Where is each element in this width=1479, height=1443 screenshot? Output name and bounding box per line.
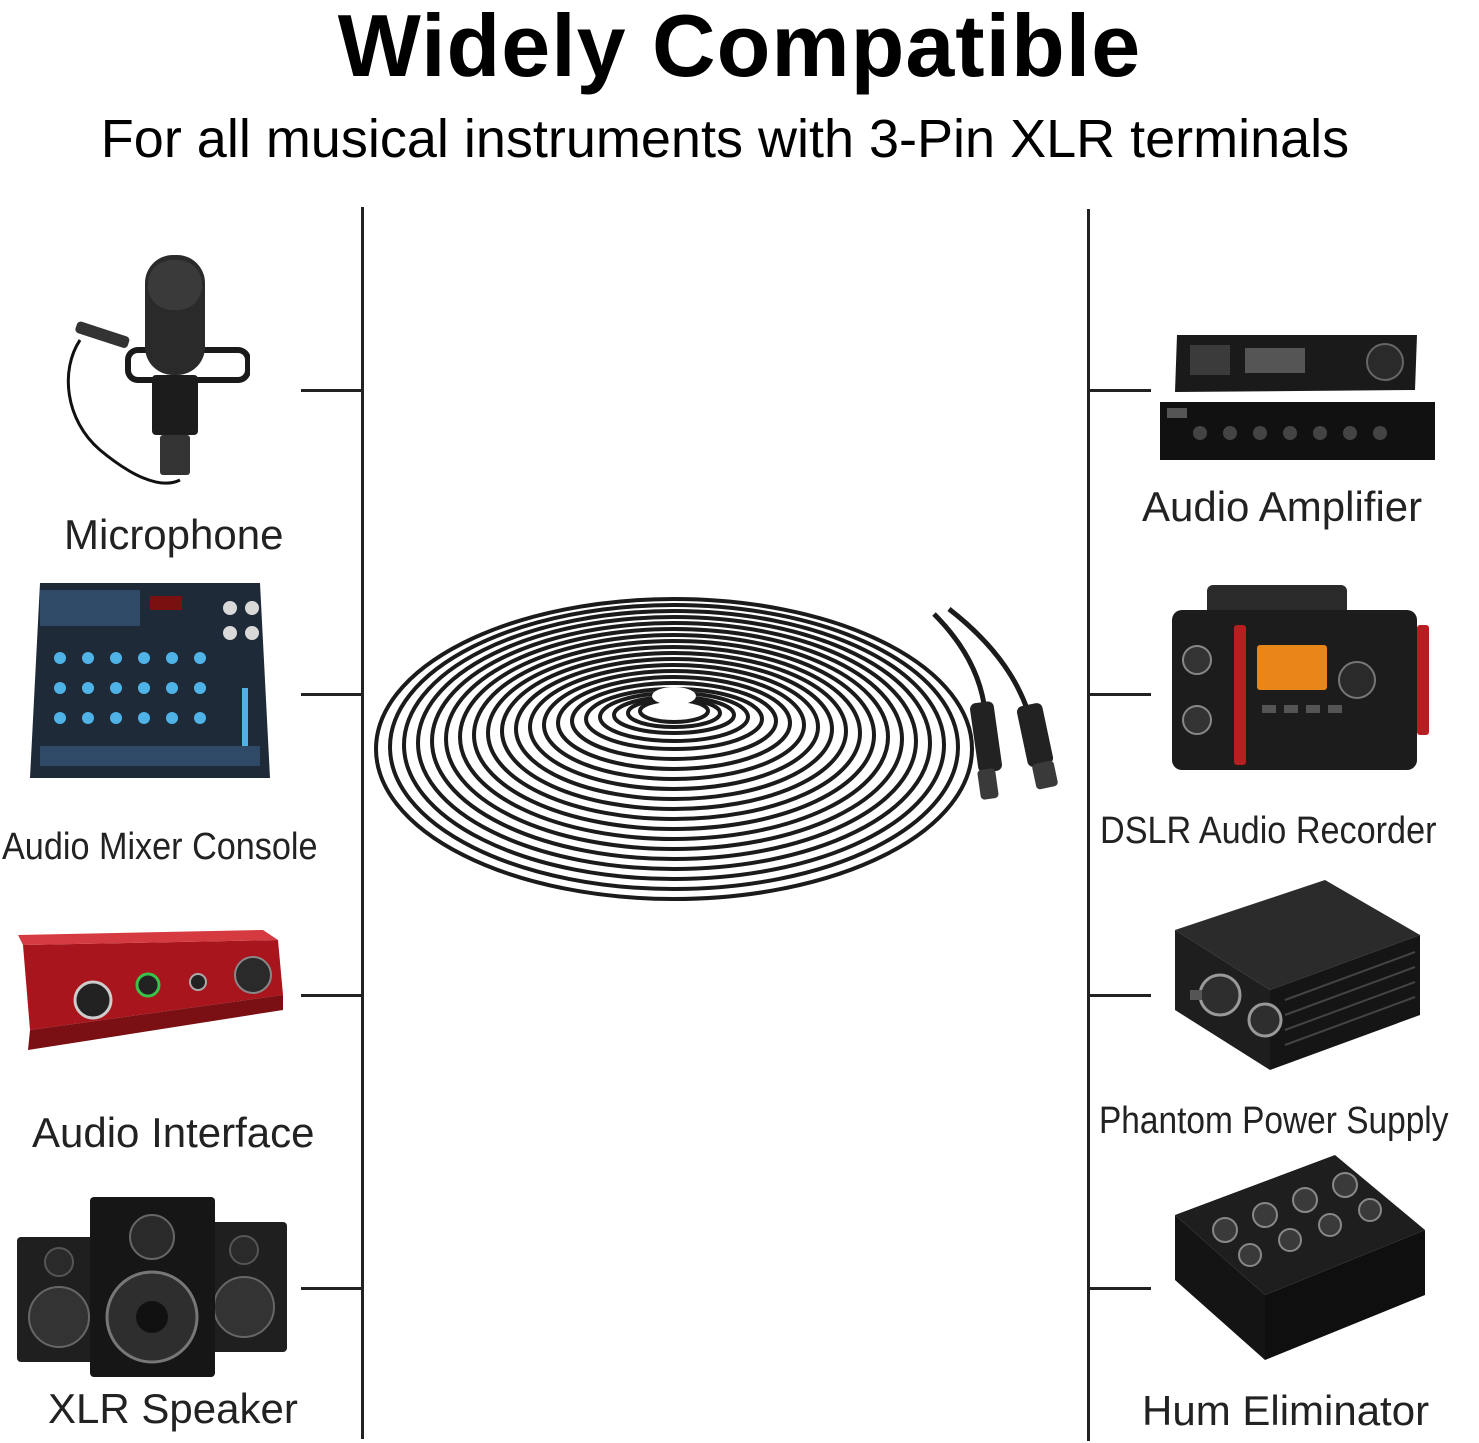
page-title: Widely Compatible [337, 0, 1142, 95]
left-connector-1 [301, 389, 363, 392]
label-microphone: Microphone [64, 511, 284, 558]
phantom-power-icon [1165, 880, 1425, 1080]
audio-interface-icon [8, 930, 288, 1060]
recorder-icon [1162, 580, 1437, 775]
label-audio-mixer-console: Audio Mixer Console [2, 826, 318, 868]
amplifier-icon [1155, 330, 1440, 465]
page-subtitle: For all musical instruments with 3-Pin X… [100, 109, 1350, 169]
right-connector-3 [1089, 994, 1151, 997]
label-audio-amplifier: Audio Amplifier [1142, 483, 1423, 530]
hum-eliminator-icon [1170, 1155, 1430, 1365]
label-dslr-audio-recorder: DSLR Audio Recorder [1100, 810, 1437, 852]
label-phantom-power-supply: Phantom Power Supply [1099, 1100, 1449, 1142]
label-hum-eliminator: Hum Eliminator [1142, 1387, 1430, 1434]
right-connector-1 [1089, 389, 1151, 392]
right-connector-4 [1089, 1287, 1151, 1290]
speaker-icon [12, 1192, 292, 1382]
xlr-cable-coil-icon [374, 584, 1084, 904]
left-connector-3 [301, 994, 363, 997]
left-divider-line [361, 207, 364, 1439]
right-connector-2 [1089, 693, 1151, 696]
microphone-icon [60, 250, 250, 500]
label-xlr-speaker: XLR Speaker [48, 1385, 298, 1432]
label-audio-interface: Audio Interface [32, 1109, 315, 1156]
mixer-console-icon [30, 578, 275, 783]
left-connector-4 [301, 1287, 363, 1290]
right-divider-line [1087, 209, 1090, 1441]
left-connector-2 [301, 693, 363, 696]
